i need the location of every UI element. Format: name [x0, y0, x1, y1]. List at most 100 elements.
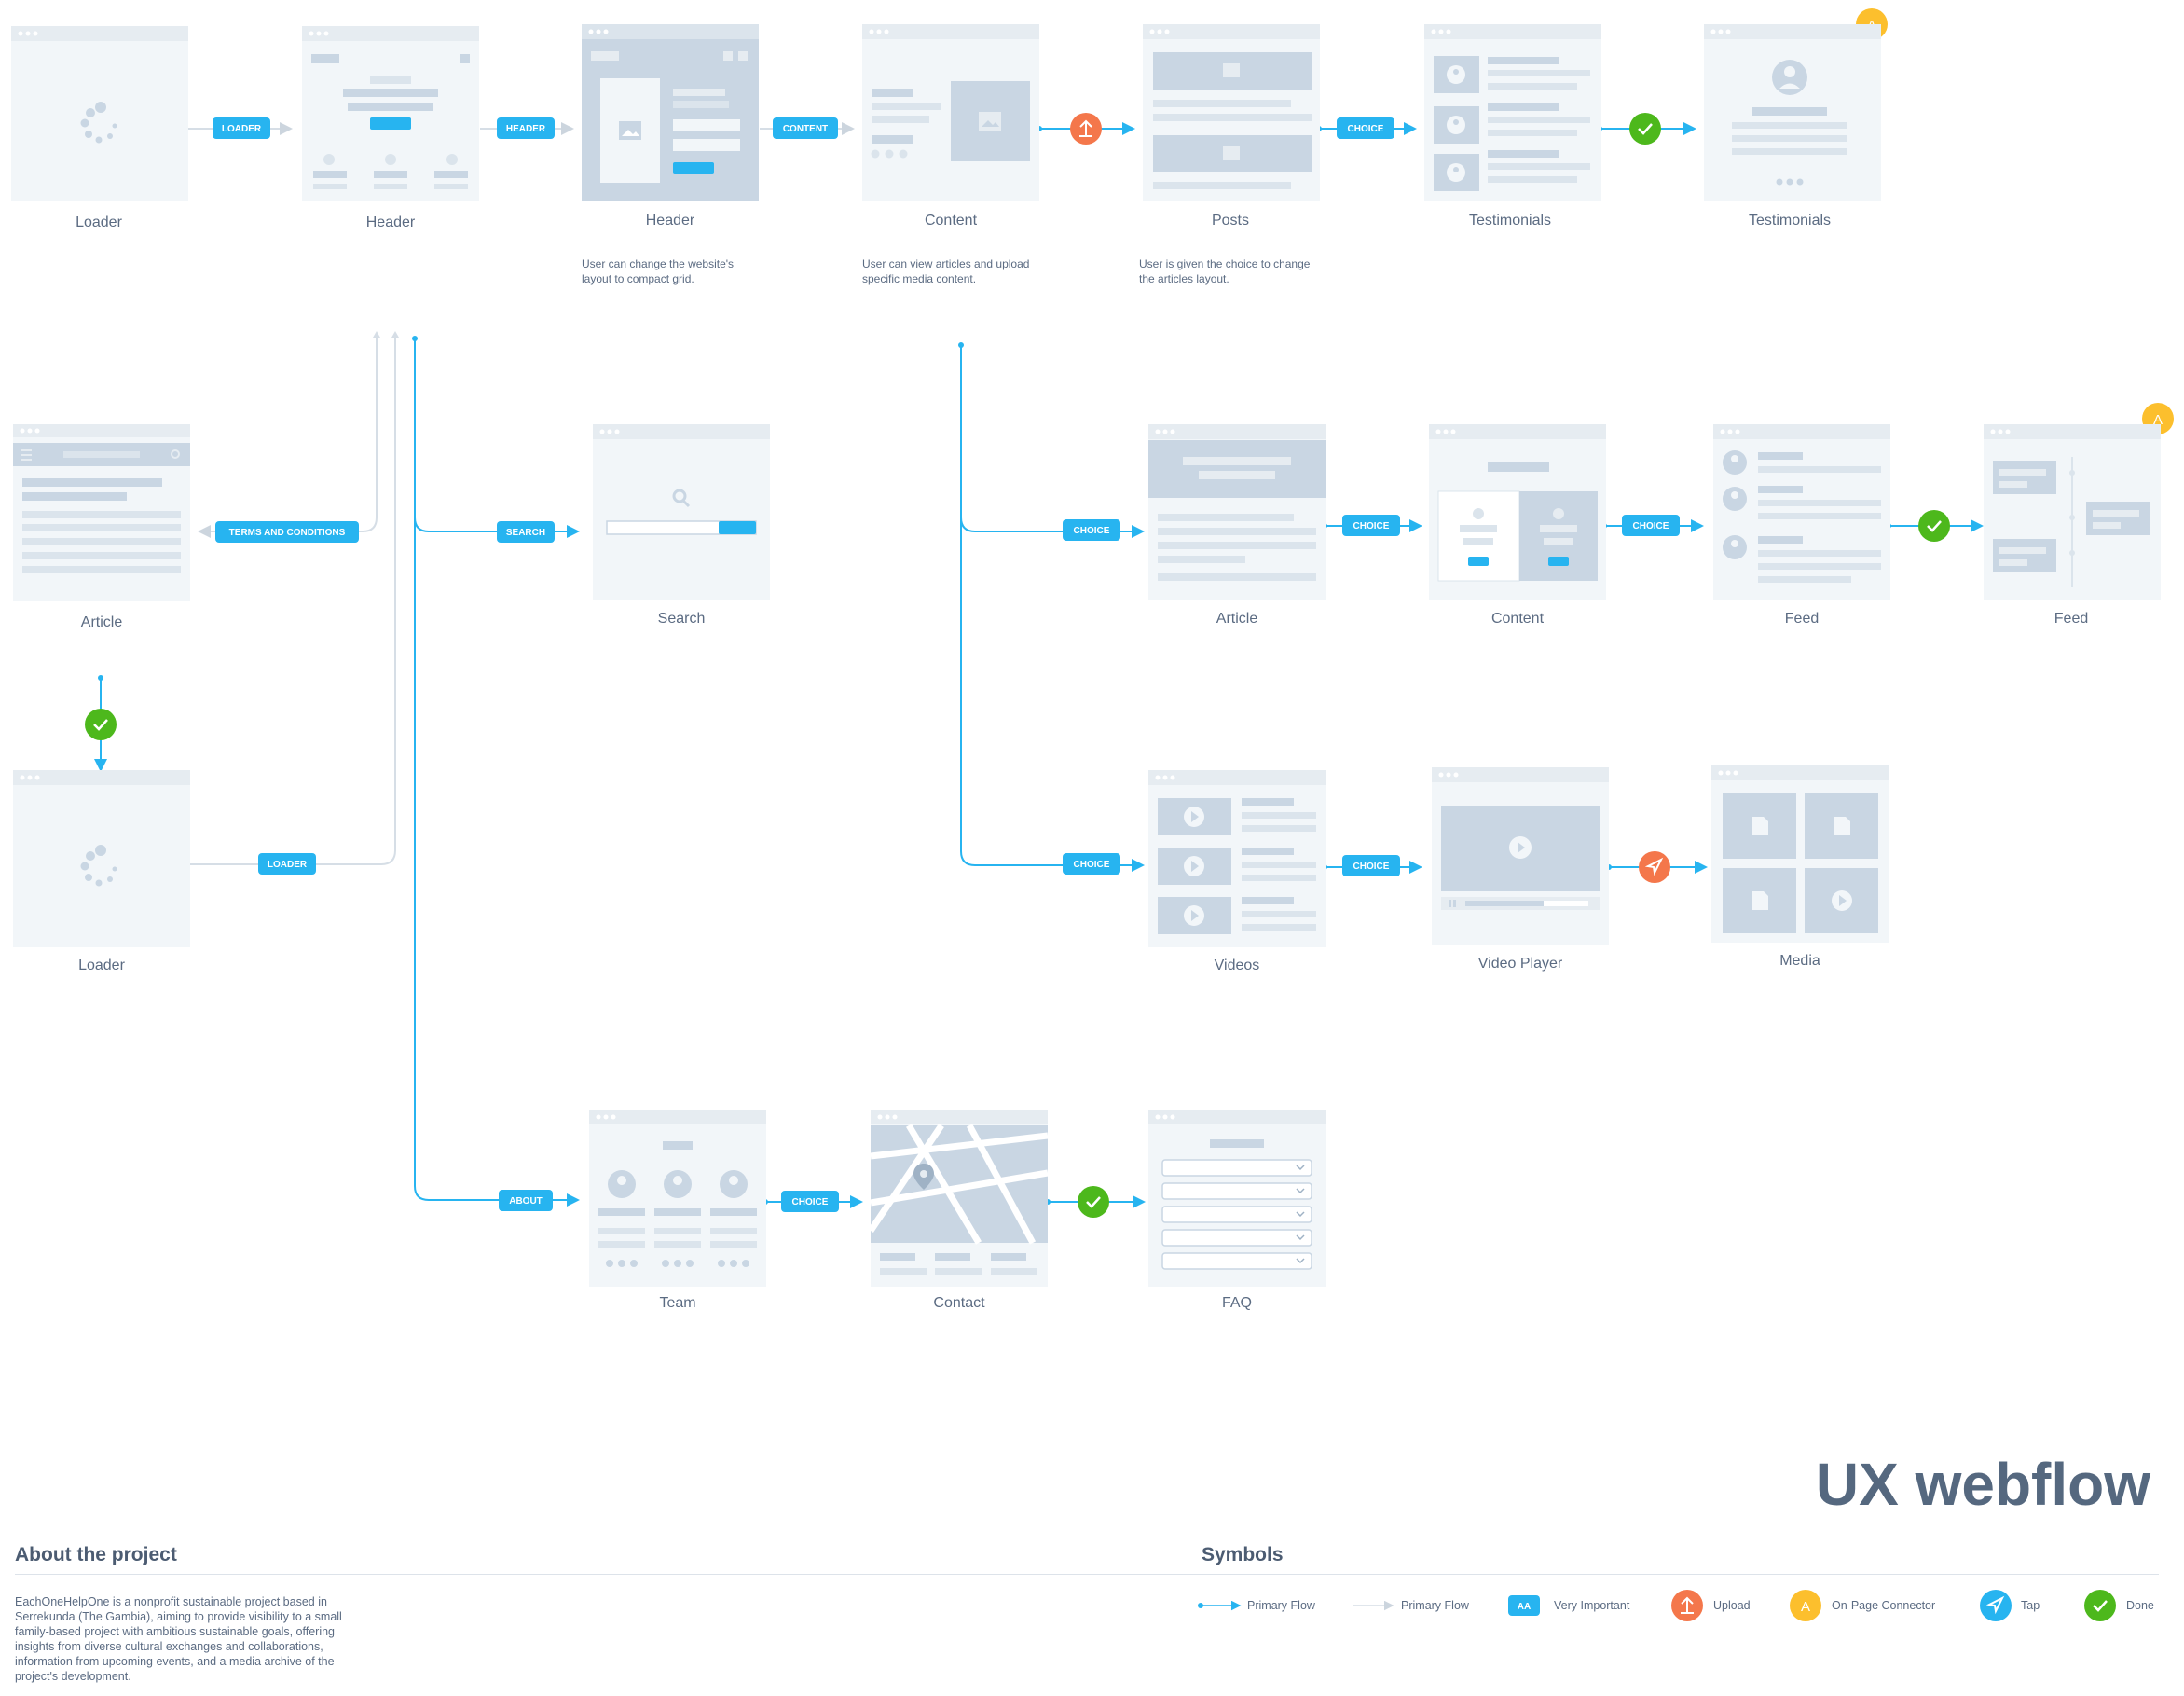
badge-choice-posts[interactable]: CHOICE	[1337, 117, 1394, 139]
note-content-1-line2: specific media content.	[862, 272, 976, 285]
play-icon	[1509, 836, 1532, 859]
badge-loader-2[interactable]: LOADER	[258, 853, 316, 875]
screen-labels: Loader Header Header Content Posts Testi…	[76, 213, 2088, 1311]
badge-choice-feed[interactable]: CHOICE	[1622, 515, 1680, 536]
map-pin-icon	[913, 1164, 934, 1190]
label-header-2: Header	[646, 213, 695, 228]
screen-feed-2[interactable]	[1984, 424, 2161, 600]
screen-search[interactable]	[593, 424, 770, 600]
tap-icon	[1639, 851, 1670, 883]
flow-videos	[960, 517, 1145, 872]
screen-faq[interactable]	[1148, 1110, 1326, 1287]
upload-icon	[1070, 113, 1102, 145]
label-team: Team	[659, 1295, 695, 1311]
label-loader-2: Loader	[78, 958, 125, 973]
badge-label: TERMS AND CONDITIONS	[229, 528, 346, 538]
note-posts-line2: the articles layout.	[1139, 272, 1229, 285]
screen-media[interactable]	[1711, 765, 1889, 943]
done-icon	[85, 709, 117, 740]
flow-article	[960, 345, 1145, 538]
badge-content[interactable]: CONTENT	[773, 117, 838, 139]
screen-contact[interactable]	[868, 1110, 1049, 1287]
screen-header-2[interactable]	[582, 24, 759, 201]
badge-header[interactable]: HEADER	[497, 117, 555, 139]
svg-text:AA: AA	[1518, 1602, 1531, 1612]
connections	[94, 122, 1984, 1208]
badge-label: ABOUT	[509, 1196, 543, 1207]
flow-header-terms	[198, 338, 378, 538]
flow-about	[414, 517, 580, 1207]
badge-label: LOADER	[268, 860, 308, 870]
done-icon	[1629, 113, 1661, 145]
label-feed-2: Feed	[2054, 611, 2088, 627]
badge-choice-contact[interactable]: CHOICE	[781, 1191, 839, 1212]
svg-text:Primary Flow: Primary Flow	[1247, 1599, 1316, 1612]
svg-text:Done: Done	[2126, 1599, 2154, 1612]
image-icon	[1223, 146, 1240, 160]
badge-search[interactable]: SEARCH	[497, 521, 555, 543]
image-icon	[1223, 63, 1240, 77]
legend-very-important: AA Very Important	[1508, 1595, 1630, 1616]
screen-loader-top[interactable]	[11, 26, 188, 201]
svg-text:A: A	[1801, 1599, 1810, 1615]
screen-header-1[interactable]	[302, 26, 479, 201]
badge-choice-content[interactable]: CHOICE	[1342, 515, 1400, 536]
badge-label: CHOICE	[1633, 521, 1669, 531]
play-icon	[1832, 890, 1852, 911]
badge-choice-player[interactable]: CHOICE	[1342, 855, 1400, 876]
legend-primary-flow-gray: Primary Flow	[1353, 1599, 1470, 1612]
screen-content-2[interactable]	[1429, 424, 1606, 600]
label-feed-1: Feed	[1785, 611, 1819, 627]
done-icon	[1918, 510, 1950, 542]
loader-spinner-icon	[80, 845, 117, 887]
svg-text:Upload: Upload	[1713, 1599, 1751, 1612]
image-icon	[619, 121, 641, 140]
screens	[11, 24, 2161, 1287]
screen-article-1[interactable]	[13, 424, 190, 601]
label-faq: FAQ	[1222, 1295, 1252, 1311]
badge-loader-top[interactable]: LOADER	[213, 117, 270, 139]
badge-label: CHOICE	[1353, 862, 1390, 872]
badge-terms[interactable]: TERMS AND CONDITIONS	[215, 521, 359, 543]
label-article-2: Article	[1216, 611, 1258, 627]
label-contact: Contact	[933, 1295, 985, 1311]
badge-about[interactable]: ABOUT	[499, 1190, 553, 1211]
note-posts-line1: User is given the choice to change	[1139, 257, 1311, 270]
chevron-down-icon	[1296, 1165, 1305, 1264]
note-content-1-line1: User can view articles and upload	[862, 257, 1029, 270]
screen-videos[interactable]	[1148, 770, 1326, 947]
screen-team[interactable]	[589, 1110, 766, 1287]
symbols-legend: Primary Flow Primary Flow AA Very Import…	[1198, 1590, 2154, 1621]
label-testimonials-1: Testimonials	[1469, 213, 1551, 228]
image-icon	[979, 112, 1001, 131]
badge-label: CHOICE	[792, 1197, 829, 1207]
badge-choice-videos[interactable]: CHOICE	[1063, 853, 1120, 875]
screen-feed-1[interactable]	[1713, 424, 1890, 600]
document-icon	[1752, 817, 1850, 910]
notes: User can change the website's layout to …	[582, 257, 1311, 285]
svg-text:A: A	[2153, 412, 2163, 428]
upload-icon	[1671, 1590, 1703, 1621]
badge-choice-article[interactable]: CHOICE	[1063, 519, 1120, 541]
map	[868, 1124, 1049, 1245]
search-icon	[171, 449, 180, 459]
label-content-2: Content	[1491, 611, 1545, 627]
screen-video-player[interactable]	[1432, 767, 1609, 945]
loader-spinner-icon	[80, 102, 117, 144]
screen-testimonials-1[interactable]	[1424, 24, 1601, 201]
label-posts: Posts	[1212, 213, 1249, 228]
screen-content-1[interactable]	[862, 24, 1039, 201]
legend-tap: Tap	[1980, 1590, 2040, 1621]
screen-loader-2[interactable]	[13, 770, 190, 947]
badge-label: HEADER	[506, 124, 546, 134]
badge-label: CONTENT	[783, 124, 828, 134]
screen-article-2[interactable]	[1148, 424, 1326, 600]
badge-label: CHOICE	[1074, 860, 1110, 870]
screen-posts[interactable]	[1143, 24, 1320, 201]
footer-divider	[15, 1574, 2159, 1575]
svg-text:Very Important: Very Important	[1554, 1599, 1630, 1612]
connector-icon: A	[1790, 1590, 1821, 1621]
flow-badges: LOADER HEADER CONTENT CHOICE TERMS AND C…	[213, 117, 1680, 1212]
screen-testimonials-2[interactable]	[1704, 24, 1881, 201]
